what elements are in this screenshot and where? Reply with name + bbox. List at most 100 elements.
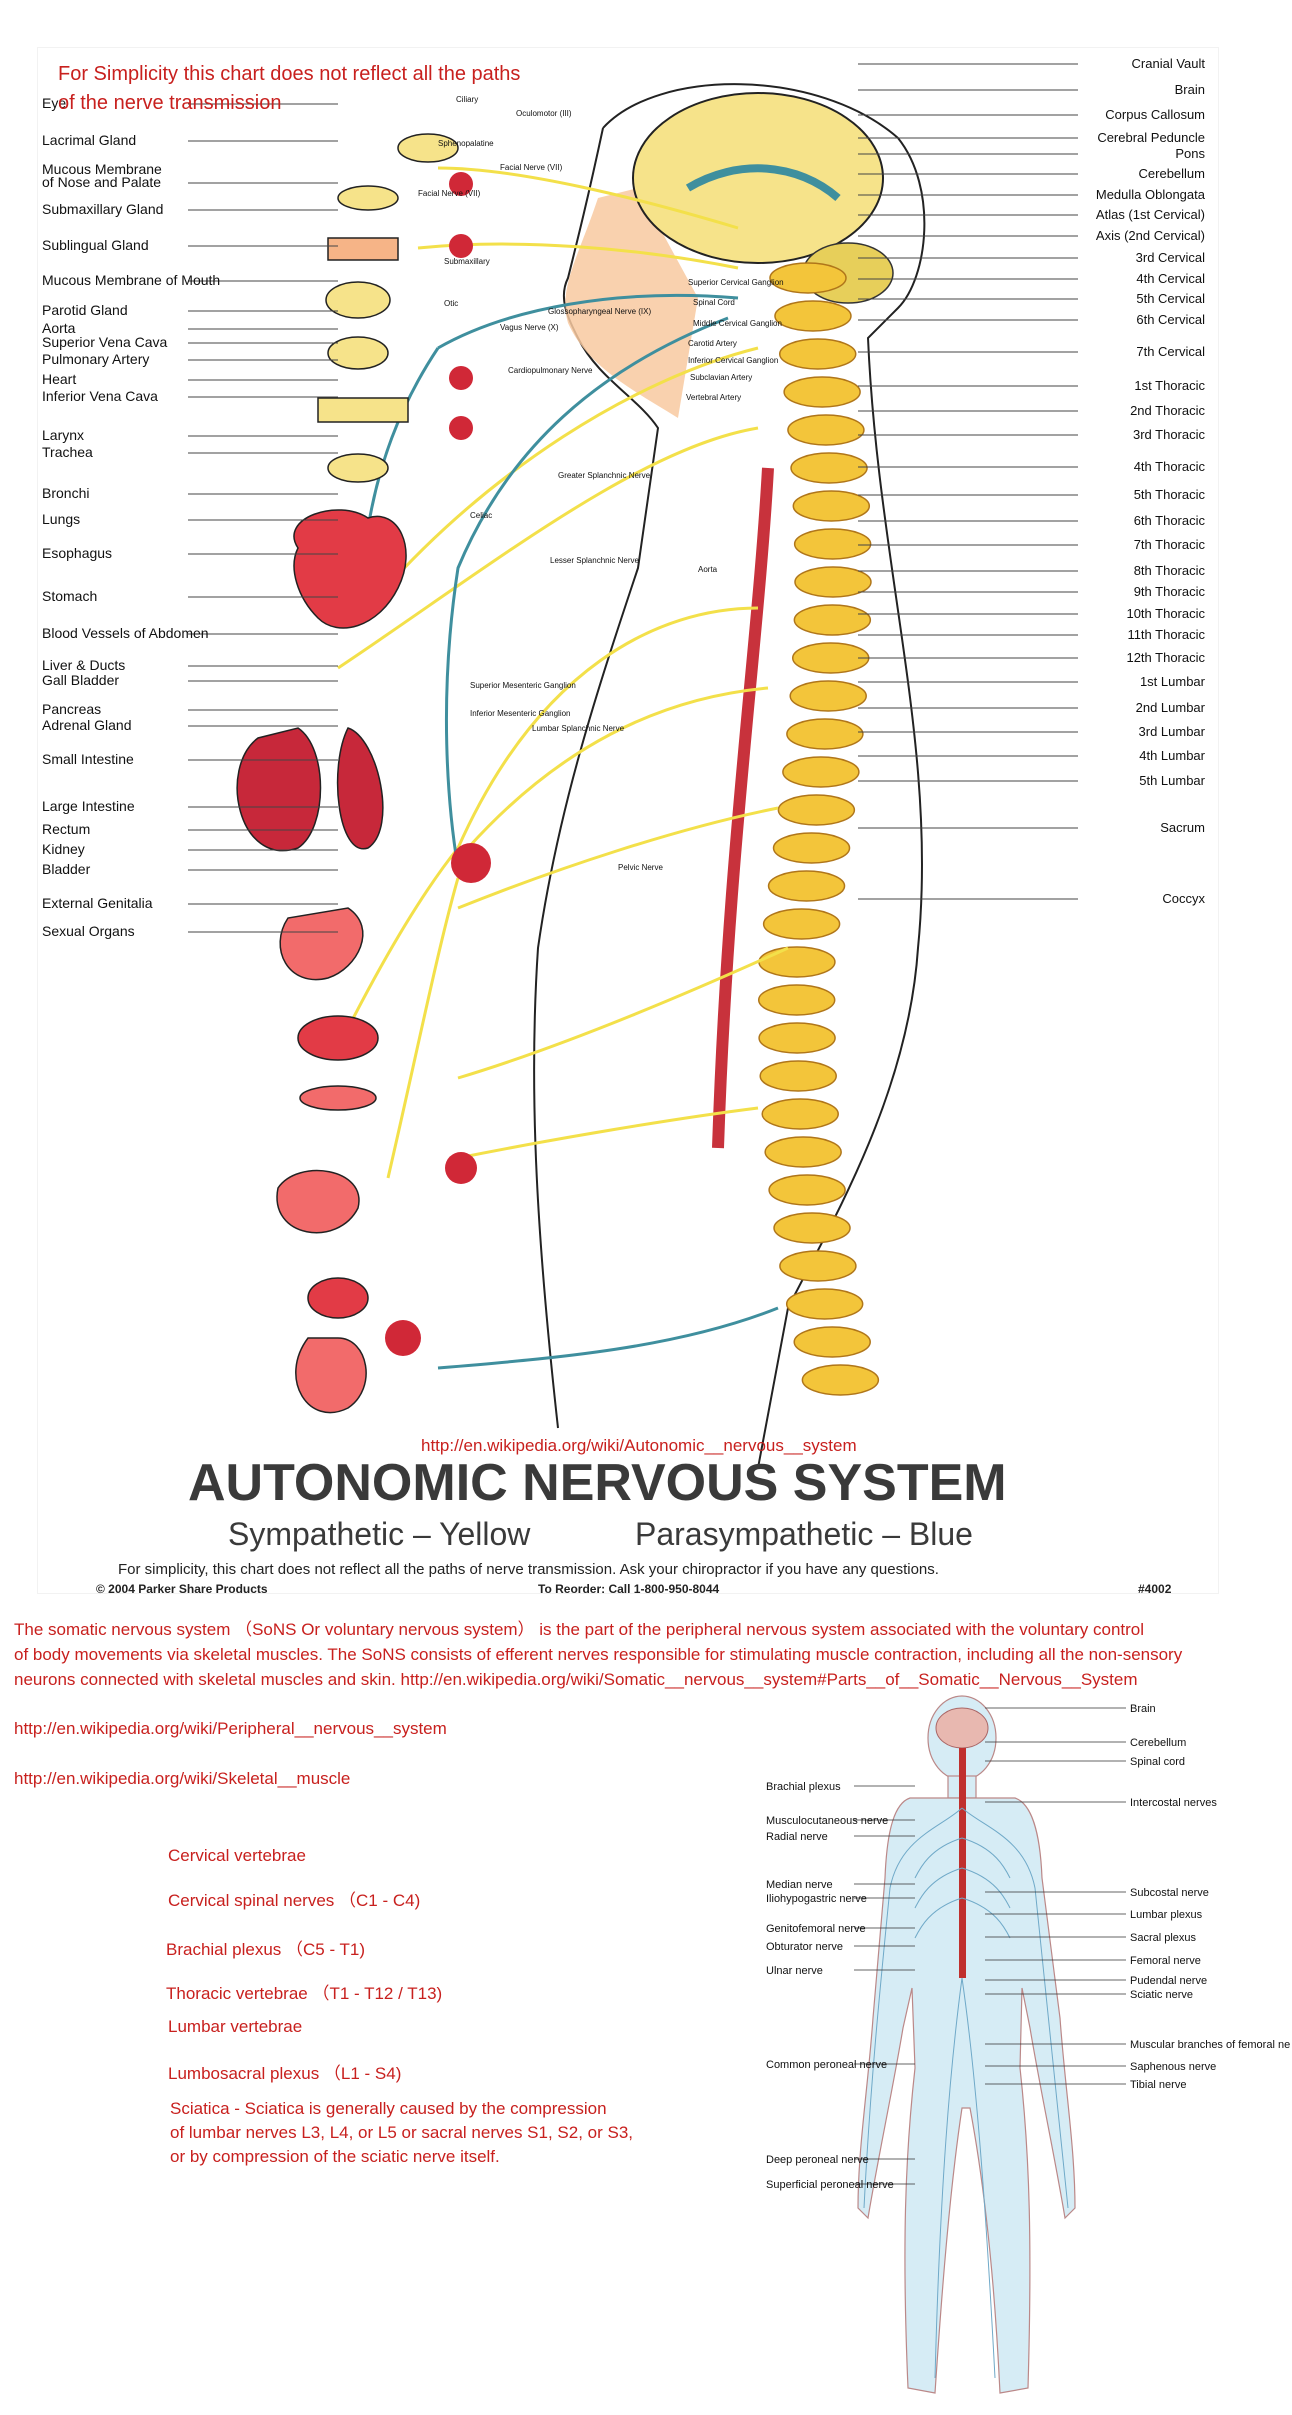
nerve-branches (863, 1807, 1069, 2379)
body-nerve-label: Sacral plexus (1130, 1932, 1197, 1944)
organ-label: Mucous Membrane (42, 161, 162, 177)
nerve-label: Sphenopalatine (438, 139, 494, 148)
nerve-label: Submaxillary (444, 257, 490, 266)
vertebra-label: 7th Cervical (1136, 344, 1205, 359)
heart-organ (293, 509, 407, 629)
mouth-organ (317, 397, 409, 423)
chart-reorder-phone: To Reorder: Call 1-800-950-8044 (538, 1582, 720, 1596)
nerve-label: Aorta (698, 565, 718, 574)
body-nerve-label: Sciatic nerve (1130, 1989, 1193, 2001)
body-nerve-label: Intercostal nerves (1130, 1797, 1217, 1809)
organ-label: Submaxillary Gland (42, 201, 163, 217)
parasympathetic-legend: Parasympathetic – Blue (635, 1516, 973, 1552)
body-nerve-label: Superficial peroneal nerve (766, 2179, 894, 2191)
vertebra-label: Cerebellum (1139, 166, 1205, 181)
skeletal-muscle-link[interactable]: http://en.wikipedia.org/wiki/Skeletal__m… (14, 1769, 351, 1788)
vertebra-label: 3rd Cervical (1136, 250, 1205, 265)
vertebra-label: 11th Thoracic (1127, 627, 1205, 642)
vertebra (767, 870, 846, 902)
body-nerve-label: Tibial nerve (1130, 2079, 1186, 2091)
peripheral-nervous-system-link[interactable]: http://en.wikipedia.org/wiki/Peripheral_… (14, 1719, 447, 1738)
nerve-label: Oculomotor (III) (516, 109, 572, 118)
nerve-label: Lumbar Splanchnic Nerve (532, 724, 625, 733)
vertebra-label: 12th Thoracic (1126, 650, 1205, 665)
vertebra (786, 718, 864, 750)
autonomic-url-link[interactable]: http://en.wikipedia.org/wiki/Autonomic__… (421, 1436, 857, 1455)
organ-label: Bronchi (42, 485, 89, 501)
chart-code: #4002 (1138, 1582, 1172, 1596)
organ-label: Eye (42, 95, 66, 111)
vertebra-label: Brain (1175, 82, 1205, 97)
organ-label: Parotid Gland (42, 302, 128, 318)
sympathetic-nerves (336, 166, 789, 1179)
vertebra (777, 794, 856, 826)
submaxillary-organ (325, 281, 391, 319)
vertebra-label: Pons (1175, 146, 1205, 161)
nerve-label: Middle Cervical Ganglion (693, 319, 782, 328)
ganglia (385, 172, 491, 1356)
right-leader-lines (858, 63, 1078, 900)
sublingual-organ (327, 336, 389, 370)
chart-disclaimer-line: of the nerve transmission (58, 92, 282, 114)
vertebra (785, 1288, 864, 1320)
organ-label: Small Intestine (42, 751, 134, 767)
vertebra-label: 7th Thoracic (1134, 537, 1206, 552)
body-nerve-label: Subcostal nerve (1130, 1887, 1209, 1899)
spine-list-item: Lumbar vertebrae (168, 2017, 303, 2036)
body-nerve-label: Genitofemoral nerve (766, 1923, 866, 1935)
chart-title: AUTONOMIC NERVOUS SYSTEM (188, 1454, 1007, 1512)
organ-label: External Genitalia (42, 895, 153, 911)
organ-label: Larynx (42, 427, 84, 443)
nerve-label: Superior Cervical Ganglion (688, 278, 784, 287)
organ-label: Lungs (42, 511, 80, 527)
nerve-label: Greater Splanchnic Nerve (558, 471, 651, 480)
brain-shape (632, 92, 884, 264)
lungs-organ (236, 727, 384, 852)
organ-label: Adrenal Gland (42, 717, 132, 733)
vertebra (758, 1022, 836, 1054)
vertebra-label: 1st Lumbar (1140, 674, 1206, 689)
body-nerve-label: Common peroneal nerve (766, 2059, 887, 2071)
corpus-callosum-shape (685, 164, 841, 202)
body-nerve-label: Muscular branches of femoral nerve (1130, 2039, 1290, 2051)
body-nerve-label: Brachial plexus (766, 1781, 841, 1793)
vertebra-label: Atlas (1st Cervical) (1096, 207, 1205, 222)
vertebra (794, 566, 872, 598)
sciatica-note: Sciatica - Sciatica is generally caused … (170, 2097, 633, 2169)
sciatica-line: Sciatica - Sciatica is generally caused … (170, 2099, 607, 2118)
organ-label: Mucous Membrane of Mouth (42, 272, 220, 288)
intestine-organ (276, 1169, 360, 1234)
vertebra (768, 1174, 846, 1206)
vertebra (761, 1098, 839, 1130)
aorta-shape (712, 467, 774, 1149)
body-nerve-label: Ulnar nerve (766, 1965, 823, 1977)
nerve-label: Facial Nerve (VII) (418, 189, 481, 198)
vertebra-label: 4th Lumbar (1139, 748, 1205, 763)
body-nerve-label: Saphenous nerve (1130, 2061, 1216, 2073)
body-nerve-label: Musculocutaneous nerve (766, 1815, 888, 1827)
vertebra-label: 3rd Lumbar (1139, 724, 1206, 739)
vertebra (779, 1250, 857, 1282)
organs (236, 133, 459, 1414)
vertebra-label: 3rd Thoracic (1133, 427, 1206, 442)
vertebra (793, 528, 872, 560)
nerve-label: Otic (444, 299, 458, 308)
organ-label: Sublingual Gland (42, 237, 149, 253)
parotid-organ (327, 453, 389, 483)
vertebra-label: Sacrum (1160, 820, 1205, 835)
organ-label: Superior Vena Cava (42, 334, 168, 350)
vertebra-label: 1st Thoracic (1134, 378, 1205, 393)
vertebra (773, 1212, 851, 1244)
organ-label: Pancreas (42, 701, 101, 717)
bladder-organ (295, 1337, 367, 1414)
organ-label: Liver & Ducts (42, 657, 125, 673)
chart-footnote: For simplicity, this chart does not refl… (118, 1561, 939, 1578)
organ-label: Blood Vessels of Abdomen (42, 625, 209, 641)
nerve-label: Spinal Cord (693, 298, 735, 307)
body-left-leader-lines (854, 1785, 915, 2185)
vertebra (762, 908, 841, 940)
